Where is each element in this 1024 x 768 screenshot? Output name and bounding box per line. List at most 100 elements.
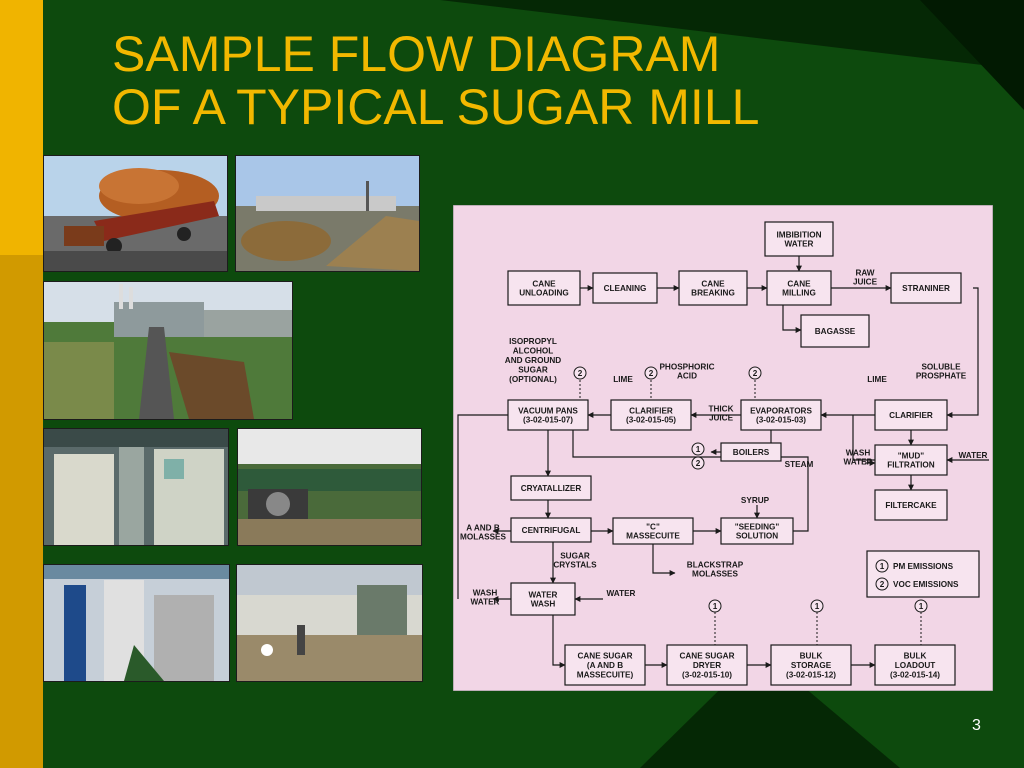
- emission-marker-icon: [691, 442, 705, 456]
- boiler-equipment-photo: [43, 428, 229, 546]
- cane-yard-photo: [235, 155, 420, 272]
- steam-label-text: STEAM: [785, 460, 814, 469]
- sugar-mill-flow-diagram: IMBIBITIONWATERCANEUNLOADINGCLEANINGCANE…: [453, 205, 993, 691]
- c-massecuite-text: MASSECUITE: [626, 532, 680, 541]
- emission-marker-number: 1: [880, 562, 885, 571]
- cane-breaking-text: CANE: [701, 279, 725, 288]
- water-2-label-text: WATER: [607, 589, 636, 598]
- bulk-loadout-text: (3-02-015-14): [890, 670, 940, 679]
- legend-voc-label: VOC EMISSIONS: [893, 580, 959, 589]
- cane-sugar-text: MASSECUITE): [577, 670, 634, 679]
- filtercake-box: [874, 489, 948, 521]
- flow-connector: [457, 414, 508, 599]
- emission-marker-icon: [691, 456, 705, 470]
- cane-breaking-box: [678, 270, 748, 306]
- emission-marker-number: 1: [713, 602, 718, 611]
- cane-unloading-text: CANE: [532, 279, 556, 288]
- sugar-crystals-label-text: CRYSTALS: [553, 561, 597, 570]
- seeding-solution-box: [720, 517, 794, 545]
- crystallizer-text: CRYATALLIZER: [521, 484, 582, 493]
- cane-carrier-machinery-photo: [237, 428, 422, 546]
- filtercake-text: FILTERCAKE: [885, 501, 937, 510]
- cane-milling-box: [766, 270, 832, 306]
- bagasse-text: BAGASSE: [815, 327, 856, 336]
- clarifier-1-text: CLARIFIER: [629, 406, 673, 415]
- bulk-loadout-text: BULK: [904, 652, 927, 661]
- lime-1-label-text: LIME: [613, 375, 633, 384]
- cane-sugar-dryer-text: CANE SUGAR: [679, 652, 734, 661]
- clarifier-2-text: CLARIFIER: [889, 411, 933, 420]
- straniner-box: [890, 272, 962, 304]
- title-line-1: SAMPLE FLOW DIAGRAM: [112, 26, 721, 82]
- mill-interior-workers-photo: [236, 564, 423, 682]
- ab-molasses-label-text: A AND B: [466, 523, 500, 532]
- flow-connector: [946, 287, 979, 418]
- page-number: 3: [972, 717, 981, 734]
- lime-2-label-text: LIME: [867, 375, 887, 384]
- cane-sugar-box: [564, 644, 646, 686]
- mud-filtration-text: "MUD": [898, 451, 925, 460]
- bulk-storage-text: BULK: [800, 652, 823, 661]
- thick-juice-label-text: JUICE: [709, 414, 734, 423]
- flow-connector: [652, 544, 676, 576]
- raw-juice-label-text: RAW: [855, 268, 874, 277]
- isopropyl-label-text: SUGAR: [518, 365, 548, 374]
- flow-connector: [552, 615, 566, 668]
- boilers-box: [720, 442, 782, 462]
- cane-truck-unloading-photo: [43, 155, 228, 272]
- vacuum-pans-box: [507, 399, 589, 431]
- cane-conveyor-carriers-photo: [43, 281, 293, 420]
- emission-marker-number: 2: [649, 369, 654, 378]
- title-line-2: OF A TYPICAL SUGAR MILL: [112, 79, 760, 135]
- blackstrap-label-text: MOLASSES: [692, 570, 738, 579]
- emission-marker-icon: [810, 599, 824, 613]
- sugar-storage-silos-photo: [43, 564, 230, 682]
- bulk-loadout-text: LOADOUT: [895, 661, 935, 670]
- emission-marker-icon: [914, 599, 928, 613]
- clarifier-2-box: [874, 399, 948, 431]
- wash-water-1-label-text: WATER: [844, 458, 873, 467]
- flow-connector: [572, 430, 809, 532]
- cane-sugar-dryer-box: [666, 644, 748, 686]
- bulk-storage-text: (3-02-015-12): [786, 670, 836, 679]
- emission-marker-icon: [875, 577, 889, 591]
- emission-marker-number: 2: [578, 369, 583, 378]
- isopropyl-label-text: (OPTIONAL): [509, 375, 557, 384]
- bagasse-box: [800, 314, 870, 348]
- c-massecuite-text: "C": [646, 522, 660, 531]
- emission-marker-number: 2: [753, 369, 758, 378]
- emission-marker-icon: [708, 599, 722, 613]
- emission-marker-number: 2: [696, 459, 701, 468]
- syrup-label-text: SYRUP: [741, 496, 770, 505]
- cane-sugar-dryer-text: DRYER: [693, 661, 721, 670]
- water-wash-box: [510, 582, 576, 616]
- evaporators-box: [740, 399, 822, 431]
- emission-marker-number: 1: [696, 445, 701, 454]
- imbibition-box: [764, 221, 834, 257]
- centrifugal-box: [510, 517, 592, 543]
- clarifier-1-text: (3-02-015-05): [626, 416, 676, 425]
- water-wash-text: WASH: [531, 600, 556, 609]
- ab-molasses-label-text: MOLASSES: [460, 533, 506, 542]
- cane-unloading-box: [507, 270, 581, 306]
- thick-juice-label-text: THICK: [708, 404, 733, 413]
- evaporators-text: EVAPORATORS: [750, 406, 812, 415]
- clarifier-1-box: [610, 399, 692, 431]
- water-1-label-text: WATER: [959, 451, 988, 460]
- soluble-phosphate-label-text: PROSPHATE: [916, 372, 967, 381]
- boilers-text: BOILERS: [733, 448, 770, 457]
- emission-marker-number: 1: [919, 602, 924, 611]
- centrifugal-text: CENTRIFUGAL: [522, 526, 581, 535]
- water-wash-text: WATER: [529, 590, 558, 599]
- bulk-loadout-box: [874, 644, 956, 686]
- phosphoric-acid-label-text: ACID: [677, 372, 697, 381]
- imbibition-text: IMBIBITION: [776, 230, 821, 239]
- slide-title: SAMPLE FLOW DIAGRAM OF A TYPICAL SUGAR M…: [112, 28, 992, 134]
- cane-unloading-text: UNLOADING: [519, 289, 569, 298]
- isopropyl-label-text: AND GROUND: [505, 356, 561, 365]
- seeding-solution-text: "SEEDING": [735, 522, 780, 531]
- cleaning-box: [592, 272, 658, 304]
- emission-marker-icon: [748, 366, 762, 380]
- emission-marker-icon: [573, 366, 587, 380]
- cane-sugar-text: CANE SUGAR: [577, 652, 632, 661]
